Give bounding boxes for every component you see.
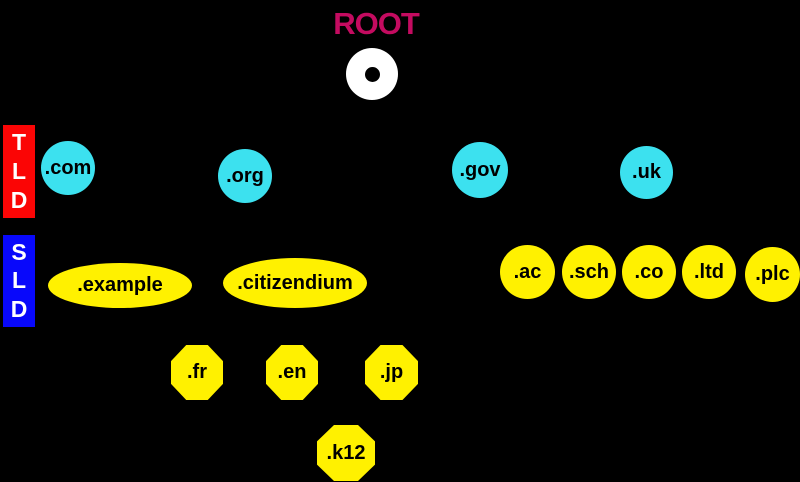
sld-legend-letter: L — [11, 267, 27, 294]
node-gov: .gov — [452, 142, 508, 198]
sld-legend: S L D — [3, 235, 35, 327]
tld-legend-letter: T — [11, 129, 27, 155]
node-jp: .jp — [365, 345, 418, 400]
node-ac: .ac — [500, 245, 555, 299]
node-co: .co — [622, 245, 676, 299]
node-example: .example — [48, 263, 192, 308]
root-node — [346, 48, 398, 100]
tld-legend-letter: D — [10, 187, 28, 213]
diagram-title: ROOT — [333, 6, 420, 41]
node-citizendium: .citizendium — [223, 258, 367, 308]
sld-legend-letter: S — [11, 238, 27, 265]
node-plc: .plc — [745, 247, 800, 302]
node-uk: .uk — [620, 146, 673, 199]
node-k12: .k12 — [317, 425, 375, 481]
root-dot — [364, 66, 380, 82]
node-en: .en — [266, 345, 318, 400]
tld-legend-letter: L — [11, 158, 27, 184]
node-com: .com — [41, 141, 95, 195]
node-org: .org — [218, 149, 272, 203]
node-fr: .fr — [171, 345, 223, 400]
node-ltd: .ltd — [682, 245, 736, 299]
node-sch: .sch — [562, 245, 616, 299]
tld-legend: T L D — [3, 125, 35, 218]
sld-legend-letter: D — [10, 296, 28, 323]
